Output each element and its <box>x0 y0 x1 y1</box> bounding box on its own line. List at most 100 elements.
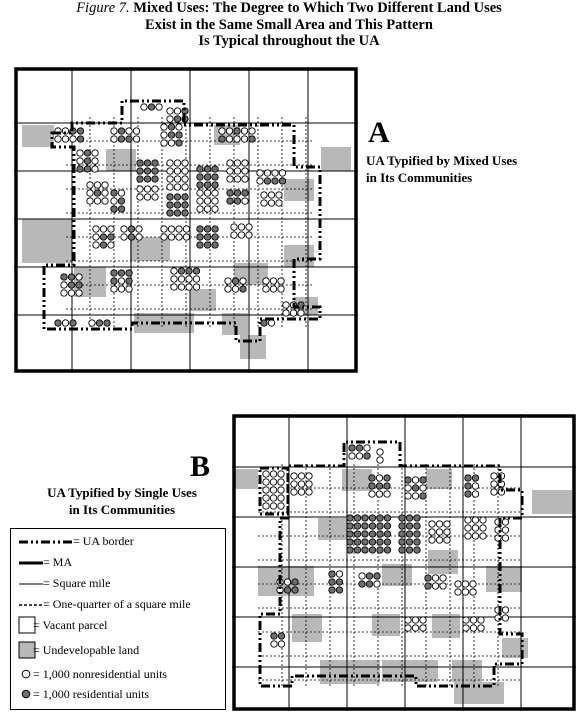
residential-unit-dot <box>83 157 92 165</box>
residential-unit-symbol <box>21 689 31 699</box>
nonresidential-unit-dot <box>471 524 480 532</box>
residential-unit-dot <box>291 578 299 586</box>
residential-unit-dot <box>67 273 76 281</box>
nonresidential-unit-dot <box>277 486 285 494</box>
residential-unit-dot <box>107 233 115 241</box>
residential-unit-dot <box>398 514 406 522</box>
nonresidential-unit-dot <box>443 528 451 536</box>
nonresidential-unit-dot <box>262 494 270 502</box>
nonresidential-unit-dot <box>454 588 462 596</box>
residential-unit-dot <box>283 586 292 594</box>
nonresidential-unit-dot <box>226 159 234 167</box>
residential-unit-dot <box>173 209 182 217</box>
nonresidential-unit-dot <box>297 488 306 496</box>
nonresidential-unit-dot <box>464 532 472 540</box>
nonresidential-unit-dot <box>218 127 226 135</box>
nonresidential-unit-dot <box>428 528 436 536</box>
nonresidential-unit-dot <box>375 474 384 482</box>
legend-label: = Undevelopable land <box>33 643 140 657</box>
nonresidential-unit-dot <box>404 492 412 500</box>
nonresidential-unit-dot <box>110 127 118 135</box>
legend-residential-unit: = 1,000 residential units <box>11 685 225 703</box>
legend: = UA border = MA = Square mile = One-qua… <box>10 528 226 710</box>
undevelopable-parcel <box>342 469 372 491</box>
residential-unit-dot <box>75 281 83 289</box>
residential-unit-dot <box>270 632 278 640</box>
nonresidential-unit-dot <box>419 484 427 492</box>
nonresidential-unit-dot <box>240 127 249 135</box>
residential-unit-dot <box>355 444 364 452</box>
nonresidential-unit-dot <box>256 177 264 185</box>
vacant-parcel-symbol <box>18 616 36 634</box>
nonresidential-unit-dot <box>140 103 148 111</box>
residential-unit-dot <box>405 514 414 522</box>
nonresidential-unit-dot <box>224 285 232 293</box>
residential-unit-dot <box>413 522 421 530</box>
residential-unit-dot <box>404 476 412 484</box>
nonresidential-unit-dot <box>67 289 76 297</box>
residential-unit-dot <box>196 233 204 241</box>
nonresidential-unit-dot <box>348 452 356 460</box>
nonresidential-unit-dot <box>240 135 249 143</box>
nonresidential-unit-dot <box>181 183 189 191</box>
nonresidential-unit-dot <box>471 482 480 490</box>
residential-unit-dot <box>346 522 354 530</box>
nonresidential-unit-dot <box>230 223 238 231</box>
map-b <box>232 414 576 711</box>
residential-unit-dot <box>211 173 219 181</box>
ma-border <box>14 67 358 373</box>
nonresidential-unit-dot <box>107 241 115 249</box>
nonresidential-unit-dot <box>135 233 143 241</box>
nonresidential-unit-dot <box>110 135 118 143</box>
nonresidential-unit-dot <box>120 225 128 233</box>
nonresidential-unit-dot <box>224 277 232 285</box>
residential-unit-dot <box>346 546 354 554</box>
residential-unit-dot <box>54 319 62 327</box>
nonresidential-unit-dot <box>245 223 253 231</box>
residential-unit-dot <box>413 538 421 546</box>
legend-square-mile: = Square mile <box>11 574 225 592</box>
nonresidential-unit-dot <box>92 225 100 233</box>
nonresidential-unit-dot <box>245 231 253 239</box>
nonresidential-unit-dot <box>182 225 191 233</box>
nonresidential-unit-dot <box>88 319 96 327</box>
nonresidential-unit-dot <box>419 616 427 624</box>
nonresidential-unit-dot <box>86 181 94 189</box>
residential-unit-dot <box>398 538 406 546</box>
nonresidential-unit-dot <box>143 193 152 201</box>
nonresidential-unit-dot <box>305 488 313 496</box>
residential-unit-dot <box>147 103 156 111</box>
residential-unit-dot <box>196 165 204 173</box>
nonresidential-unit-dot <box>289 309 298 317</box>
nonresidential-unit-dot <box>501 518 510 526</box>
residential-unit-dot <box>376 514 384 522</box>
nonresidential-unit-dot <box>435 520 444 528</box>
nonresidential-unit-dot <box>501 534 510 542</box>
map-a <box>14 67 358 373</box>
nonresidential-unit-dot <box>277 478 285 486</box>
panel-b-caption-line-1: UA Typified by Single Uses <box>47 485 197 500</box>
residential-unit-dot <box>203 225 212 233</box>
residential-unit-dot <box>175 131 183 139</box>
ma-symbol <box>19 561 43 565</box>
residential-unit-dot <box>93 189 102 197</box>
nonresidential-unit-dot <box>260 191 268 199</box>
nonresidential-unit-dot <box>469 580 477 588</box>
residential-unit-dot <box>203 233 212 241</box>
nonresidential-unit-dot <box>233 135 241 143</box>
residential-unit-dot <box>181 209 189 217</box>
nonresidential-unit-dot <box>270 640 278 648</box>
residential-unit-dot <box>103 319 111 327</box>
residential-unit-dot <box>419 476 427 484</box>
nonresidential-unit-dot <box>278 169 287 177</box>
nonresidential-unit-dot <box>454 580 462 588</box>
nonresidential-unit-dot <box>269 494 278 502</box>
nonresidential-unit-dot <box>125 127 133 135</box>
residential-unit-dot <box>405 530 414 538</box>
panel-a-caption-line-1: UA Typified by Mixed Uses <box>366 153 518 168</box>
residential-unit-dot <box>277 632 286 640</box>
nonresidential-unit-dot <box>182 233 191 241</box>
nonresidential-unit-dot <box>237 223 246 231</box>
nonresidential-unit-dot <box>262 470 270 478</box>
nonresidential-unit-dot <box>277 640 286 648</box>
